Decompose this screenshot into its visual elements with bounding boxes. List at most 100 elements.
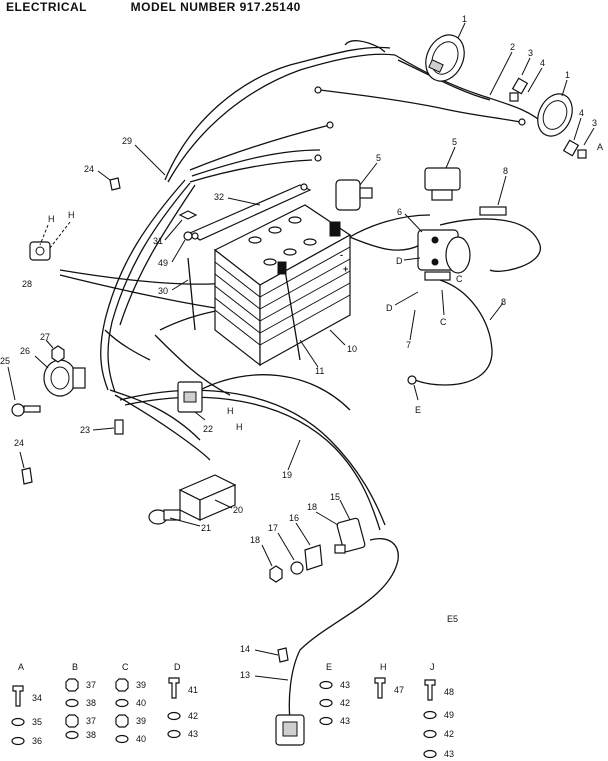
- battery-terminal-boot: [335, 179, 373, 211]
- legend-part-E-1: [319, 680, 333, 690]
- legend-part-B-3: [65, 714, 79, 728]
- callout-14: 14: [240, 644, 250, 654]
- solenoid-boot: [424, 167, 461, 201]
- battery-hold-down: [188, 183, 312, 241]
- callout-H1: H: [48, 214, 55, 224]
- legend-part-B-1: [65, 678, 79, 692]
- legend-part-C-4: [115, 734, 129, 744]
- legend-part-number: 49: [444, 710, 454, 720]
- callout-6: 6: [397, 207, 402, 217]
- callout-13: 13: [240, 670, 250, 680]
- legend-part-number: 38: [86, 730, 96, 740]
- callout-23: 23: [80, 425, 90, 435]
- model-number: MODEL NUMBER 917.25140: [130, 0, 301, 14]
- plate-16: [304, 544, 323, 571]
- legend-part-J-2: [423, 710, 437, 720]
- legend-part-C-1: [115, 678, 129, 692]
- bulb-socket-left: [509, 77, 529, 102]
- diagram-header: ELECTRICAL MODEL NUMBER 917.25140: [6, 0, 301, 14]
- callout-2: 2: [510, 42, 515, 52]
- battery-cables: [344, 214, 541, 386]
- callout-22: 22: [203, 424, 213, 434]
- ring-terminal-2b: [518, 118, 526, 126]
- legend-part-number: 36: [32, 736, 42, 746]
- callout-10: 10: [347, 344, 357, 354]
- legend-letter-D: D: [174, 662, 181, 672]
- callout-15: 15: [330, 492, 340, 502]
- callout-4a: 4: [540, 58, 545, 68]
- headlight-left: [425, 34, 465, 82]
- light-switch-28: [29, 241, 51, 261]
- callout-28a: 28: [22, 279, 32, 289]
- legend-part-number: 40: [136, 734, 146, 744]
- starter-solenoid: [417, 229, 471, 281]
- callout-19: 19: [282, 470, 292, 480]
- callout-16: 16: [289, 513, 299, 523]
- callout-D2: D: [386, 303, 393, 313]
- callout-1b: 1: [565, 70, 570, 80]
- legend-part-B-4: [65, 730, 79, 740]
- legend-part-number: 39: [136, 716, 146, 726]
- negative-cable: [284, 269, 301, 361]
- legend-part-A-1: [12, 685, 24, 707]
- legend-part-H-1: [374, 677, 386, 699]
- lockwasher-17: [290, 561, 304, 575]
- callout-H4: H: [236, 422, 243, 432]
- legend-letter-H: H: [380, 662, 387, 672]
- legend-part-number: 43: [340, 680, 350, 690]
- callout-18: 18: [250, 535, 260, 545]
- callout-20: 20: [233, 505, 243, 515]
- legend-part-number: 41: [188, 685, 198, 695]
- clip-24-top: [109, 177, 121, 191]
- legend-part-A-2: [11, 717, 25, 727]
- pto-switch: [148, 474, 237, 525]
- wing-nut: [178, 210, 198, 220]
- switch-nut-27: [51, 345, 65, 363]
- nut-18: [269, 565, 283, 583]
- clip-23: [114, 419, 124, 435]
- ignition-key: [11, 403, 41, 417]
- callout-30: 30: [158, 286, 168, 296]
- callout-31: 31: [153, 236, 163, 246]
- toggle-switch: [334, 517, 366, 554]
- callout-labels: 1 1 2 3 3 4 4 A 5 5 6 7 8 8 E D D C C 1: [0, 14, 603, 681]
- callout-3a: 3: [528, 48, 533, 58]
- callout-A: A: [597, 142, 603, 152]
- callout-3b: 3: [592, 118, 597, 128]
- legend-part-J-4: [423, 749, 437, 759]
- legend-part-C-3: [115, 714, 129, 728]
- legend-part-J-1: [424, 679, 436, 701]
- callout-32: 32: [214, 192, 224, 202]
- legend-part-number: 37: [86, 680, 96, 690]
- callout-H3: H: [227, 406, 234, 416]
- legend-part-number: 34: [32, 693, 42, 703]
- section-title: ELECTRICAL: [6, 0, 87, 14]
- legend-part-number: 42: [188, 711, 198, 721]
- legend-part-D-2: [167, 711, 181, 721]
- callout-49: 49: [158, 258, 168, 268]
- callout-E: E: [415, 405, 421, 415]
- legend-part-number: 38: [86, 698, 96, 708]
- bulb-socket-right: [562, 139, 587, 159]
- battery-plus-label: +: [343, 264, 348, 274]
- ring-terminal-2: [314, 86, 322, 94]
- hold-down-rod: [187, 257, 196, 331]
- harness-terminal-2: [314, 154, 322, 162]
- legend-part-number: 43: [188, 729, 198, 739]
- callout-5a: 5: [376, 153, 381, 163]
- callout-26: 26: [20, 346, 30, 356]
- callout-D1: D: [396, 256, 403, 266]
- callout-27: 27: [40, 332, 50, 342]
- hardware-legend: A343536B37383738C39403940D414243E434243H…: [11, 662, 454, 759]
- battery: - +: [213, 204, 352, 367]
- harness-terminal-1: [326, 121, 334, 129]
- callout-25: 25: [0, 356, 10, 366]
- legend-part-D-1: [168, 677, 180, 699]
- legend-part-E-3: [319, 716, 333, 726]
- callout-29: 29: [122, 136, 132, 146]
- legend-part-A-3: [11, 736, 25, 746]
- legend-letter-E: E: [326, 662, 332, 672]
- callout-1a: 1: [462, 14, 467, 24]
- legend-part-B-2: [65, 698, 79, 708]
